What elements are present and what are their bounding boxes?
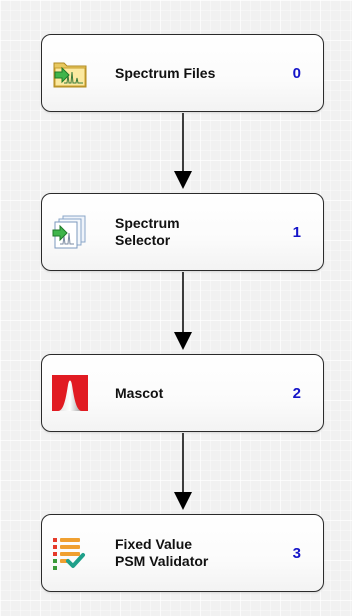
node-psm-validator[interactable]: Fixed Value PSM Validator 3 xyxy=(41,514,324,592)
node-spectrum-files[interactable]: Spectrum Files 0 xyxy=(41,34,324,112)
node-index: 1 xyxy=(292,223,301,241)
node-label: Mascot xyxy=(115,384,164,401)
spectrum-files-icon xyxy=(52,55,88,91)
node-label: Spectrum Selector xyxy=(115,215,180,248)
node-spectrum-selector[interactable]: Spectrum Selector 1 xyxy=(41,193,324,271)
node-index: 0 xyxy=(292,64,301,82)
mascot-icon xyxy=(52,375,88,411)
connector-1-2 xyxy=(174,272,192,350)
node-index: 3 xyxy=(292,544,301,562)
spectrum-selector-icon xyxy=(52,214,88,250)
psm-validator-icon xyxy=(52,535,88,571)
node-index: 2 xyxy=(292,384,301,402)
node-mascot[interactable]: Mascot 2 xyxy=(41,354,324,432)
node-label: Spectrum Files xyxy=(115,64,216,81)
node-label: Fixed Value PSM Validator xyxy=(115,536,209,569)
connector-2-3 xyxy=(174,433,192,510)
connector-0-1 xyxy=(174,113,192,189)
